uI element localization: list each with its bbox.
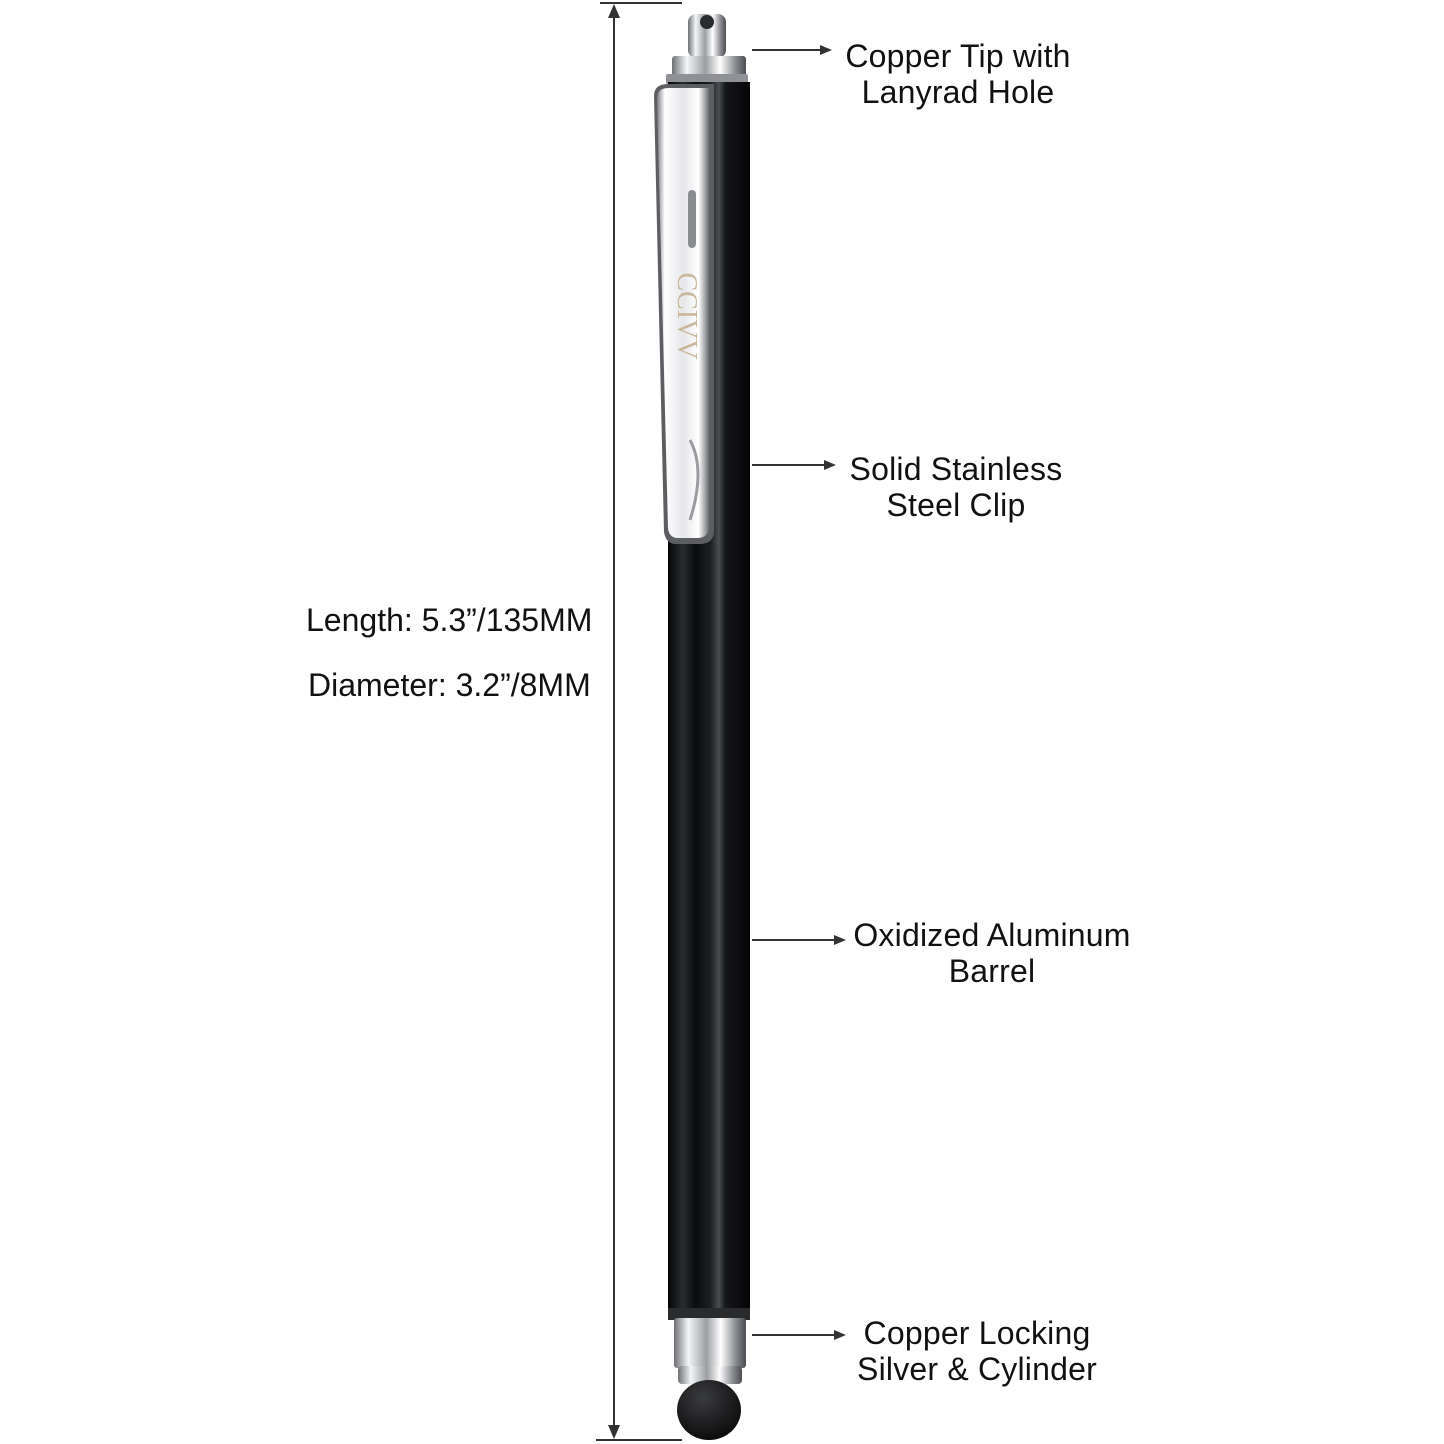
callout-steel-clip: Solid Stainless Steel Clip [836, 451, 1076, 523]
copper-locking-ring [668, 1308, 750, 1384]
arrow-down-icon [608, 1425, 620, 1439]
callout-line: Barrel [948, 953, 1036, 989]
arrow-right-icon [834, 935, 846, 945]
arrow-right-icon [820, 45, 832, 55]
arrow-right-icon [824, 460, 836, 470]
brand-mark: CCIVV [671, 272, 702, 359]
callout-line: Steel Clip [886, 487, 1026, 523]
callout-line: Copper Tip with [845, 38, 1071, 74]
arrow-up-icon [608, 4, 620, 18]
callout-line: Copper Locking [863, 1315, 1091, 1351]
callout-line: Solid Stainless [849, 451, 1063, 487]
callout-line: Silver & Cylinder [857, 1351, 1097, 1387]
callout-line: Oxidized Aluminum [853, 917, 1131, 953]
length-label: Length: 5.3”/135MM [306, 602, 593, 638]
callout-locking-cylinder: Copper Locking Silver & Cylinder [842, 1315, 1112, 1387]
arrow-right-icon [834, 1330, 846, 1340]
rubber-tip [677, 1380, 741, 1440]
copper-tip [666, 14, 748, 84]
length-dimension-line [596, 2, 682, 1441]
callout-copper-tip: Copper Tip with Lanyrad Hole [830, 38, 1086, 110]
steel-clip [654, 84, 714, 544]
callout-leaders [752, 49, 836, 1336]
callout-barrel: Oxidized Aluminum Barrel [842, 917, 1142, 989]
callout-line: Lanyrad Hole [861, 74, 1055, 110]
diameter-label: Diameter: 3.2”/8MM [308, 667, 591, 703]
